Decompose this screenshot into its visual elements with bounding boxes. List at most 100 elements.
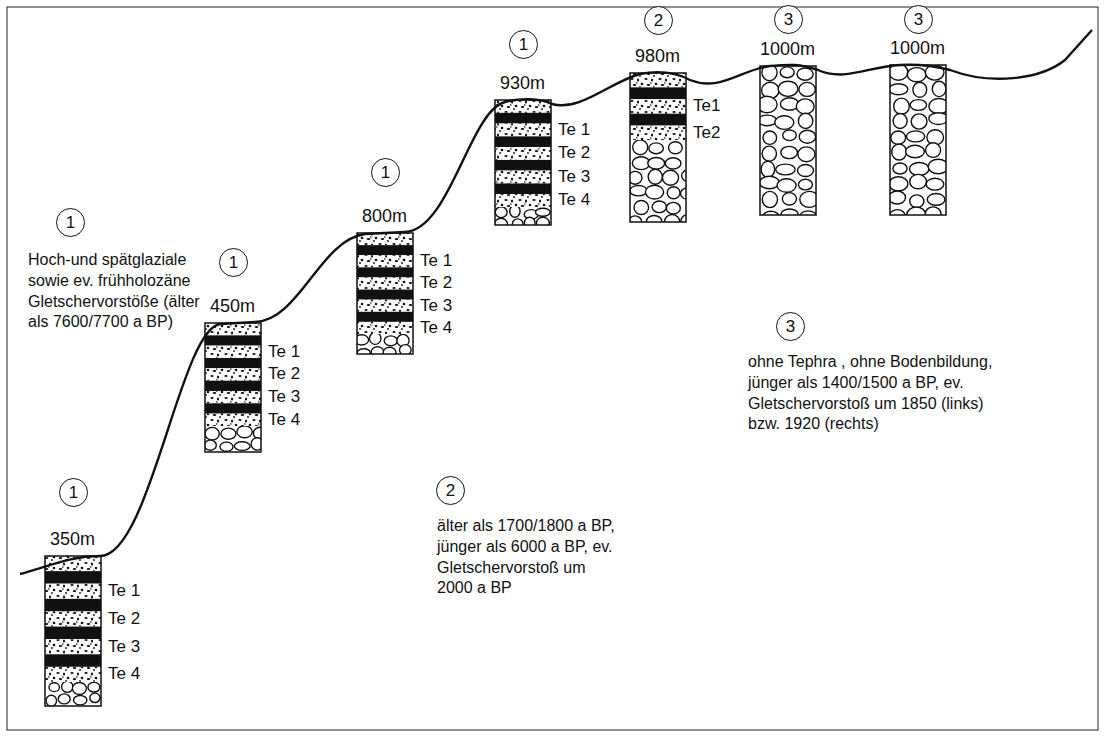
stone <box>762 146 776 161</box>
soil-band <box>205 381 261 391</box>
tephra-layer <box>357 300 413 312</box>
tephra-label: Te 1 <box>108 581 140 601</box>
tephra-label: Te 2 <box>420 273 452 293</box>
stone <box>524 217 535 225</box>
callout-circle: 1 <box>219 248 248 277</box>
stone <box>630 171 642 184</box>
stone <box>649 143 664 154</box>
callout-circle: 3 <box>776 312 805 341</box>
tephra-label: Te 3 <box>420 296 452 316</box>
moraine-stones <box>357 334 411 354</box>
tephra-label: Te 4 <box>420 318 452 338</box>
tephra-label: Te 3 <box>268 387 300 407</box>
tephra-label: Te 3 <box>558 167 590 187</box>
tephra-layer <box>495 147 551 160</box>
stone <box>357 349 370 354</box>
tephra-label: Te 4 <box>268 410 300 430</box>
stone <box>926 178 944 190</box>
stone <box>495 207 507 218</box>
moraine-stones <box>205 426 261 451</box>
stone <box>49 683 59 692</box>
stone <box>783 130 797 141</box>
elevation-label: 1000m <box>760 39 815 61</box>
callout-circle: 1 <box>59 478 88 507</box>
callout-number: 1 <box>66 214 75 231</box>
tephra-label: Te2 <box>693 123 720 143</box>
stone <box>634 201 649 215</box>
callout-circle: 1 <box>56 208 85 237</box>
stone <box>371 347 384 354</box>
stone <box>630 216 642 222</box>
stone <box>910 100 926 111</box>
stone <box>630 186 647 196</box>
stone <box>761 161 775 177</box>
stone <box>760 96 777 112</box>
stone <box>892 144 907 160</box>
stone <box>536 208 551 216</box>
tephra-label: Te 4 <box>108 664 140 684</box>
soil-column <box>495 100 551 225</box>
tephra-layer <box>357 322 413 334</box>
stone <box>370 334 381 344</box>
elevation-label: 1000m <box>890 38 945 60</box>
moraine-stones <box>760 66 816 215</box>
soil-band <box>495 160 551 171</box>
tephra-layer <box>205 368 261 380</box>
callout-number: 1 <box>69 484 78 501</box>
stone <box>928 159 946 173</box>
moraine-stones <box>495 207 550 225</box>
stone <box>665 158 681 169</box>
stone <box>645 185 663 199</box>
callout-number: 2 <box>446 482 455 499</box>
stone <box>357 335 369 345</box>
callout-circle: 2 <box>644 6 673 35</box>
stone <box>891 131 906 144</box>
soil-band <box>357 312 413 322</box>
stone <box>90 693 100 702</box>
soil-band <box>205 403 261 413</box>
column-outline <box>495 100 551 225</box>
stone <box>510 207 520 217</box>
tephra-layer <box>45 611 101 626</box>
stone <box>893 163 907 174</box>
stone <box>800 191 816 207</box>
stone <box>664 215 679 222</box>
tephra-layer <box>45 584 101 599</box>
stone <box>798 147 815 162</box>
stone <box>221 428 236 439</box>
soil-band <box>205 335 261 345</box>
soil-band <box>357 290 413 300</box>
stone <box>251 438 261 450</box>
column-outline <box>630 73 686 222</box>
callout-number: 3 <box>914 11 923 28</box>
stone <box>798 165 814 177</box>
stone <box>760 115 777 126</box>
column-outline <box>760 66 816 215</box>
stone <box>763 131 777 144</box>
stone <box>890 191 905 204</box>
frame <box>7 7 1098 730</box>
stone <box>681 188 687 199</box>
soil-band <box>205 358 261 368</box>
note-text: Hoch-und spätglaziale sowie ev. frühholo… <box>28 250 223 333</box>
note-text: ohne Tephra , ohne Bodenbildung, jünger … <box>748 352 998 435</box>
stone <box>929 113 946 125</box>
stone <box>88 682 100 692</box>
tephra-layer <box>630 126 686 140</box>
stone <box>512 219 523 225</box>
tephra-label: Te 2 <box>558 143 590 163</box>
stone <box>648 169 662 184</box>
tephra-layer <box>205 414 261 426</box>
stone <box>798 113 812 128</box>
elevation-label: 450m <box>210 296 255 318</box>
stone <box>926 143 941 158</box>
soil-band <box>495 113 551 124</box>
callout-circle: 1 <box>371 158 400 187</box>
stone <box>383 347 396 354</box>
stone <box>74 696 87 705</box>
stone <box>46 695 56 706</box>
stone <box>780 67 794 78</box>
stone <box>495 218 508 225</box>
tephra-label: Te 2 <box>268 364 300 384</box>
